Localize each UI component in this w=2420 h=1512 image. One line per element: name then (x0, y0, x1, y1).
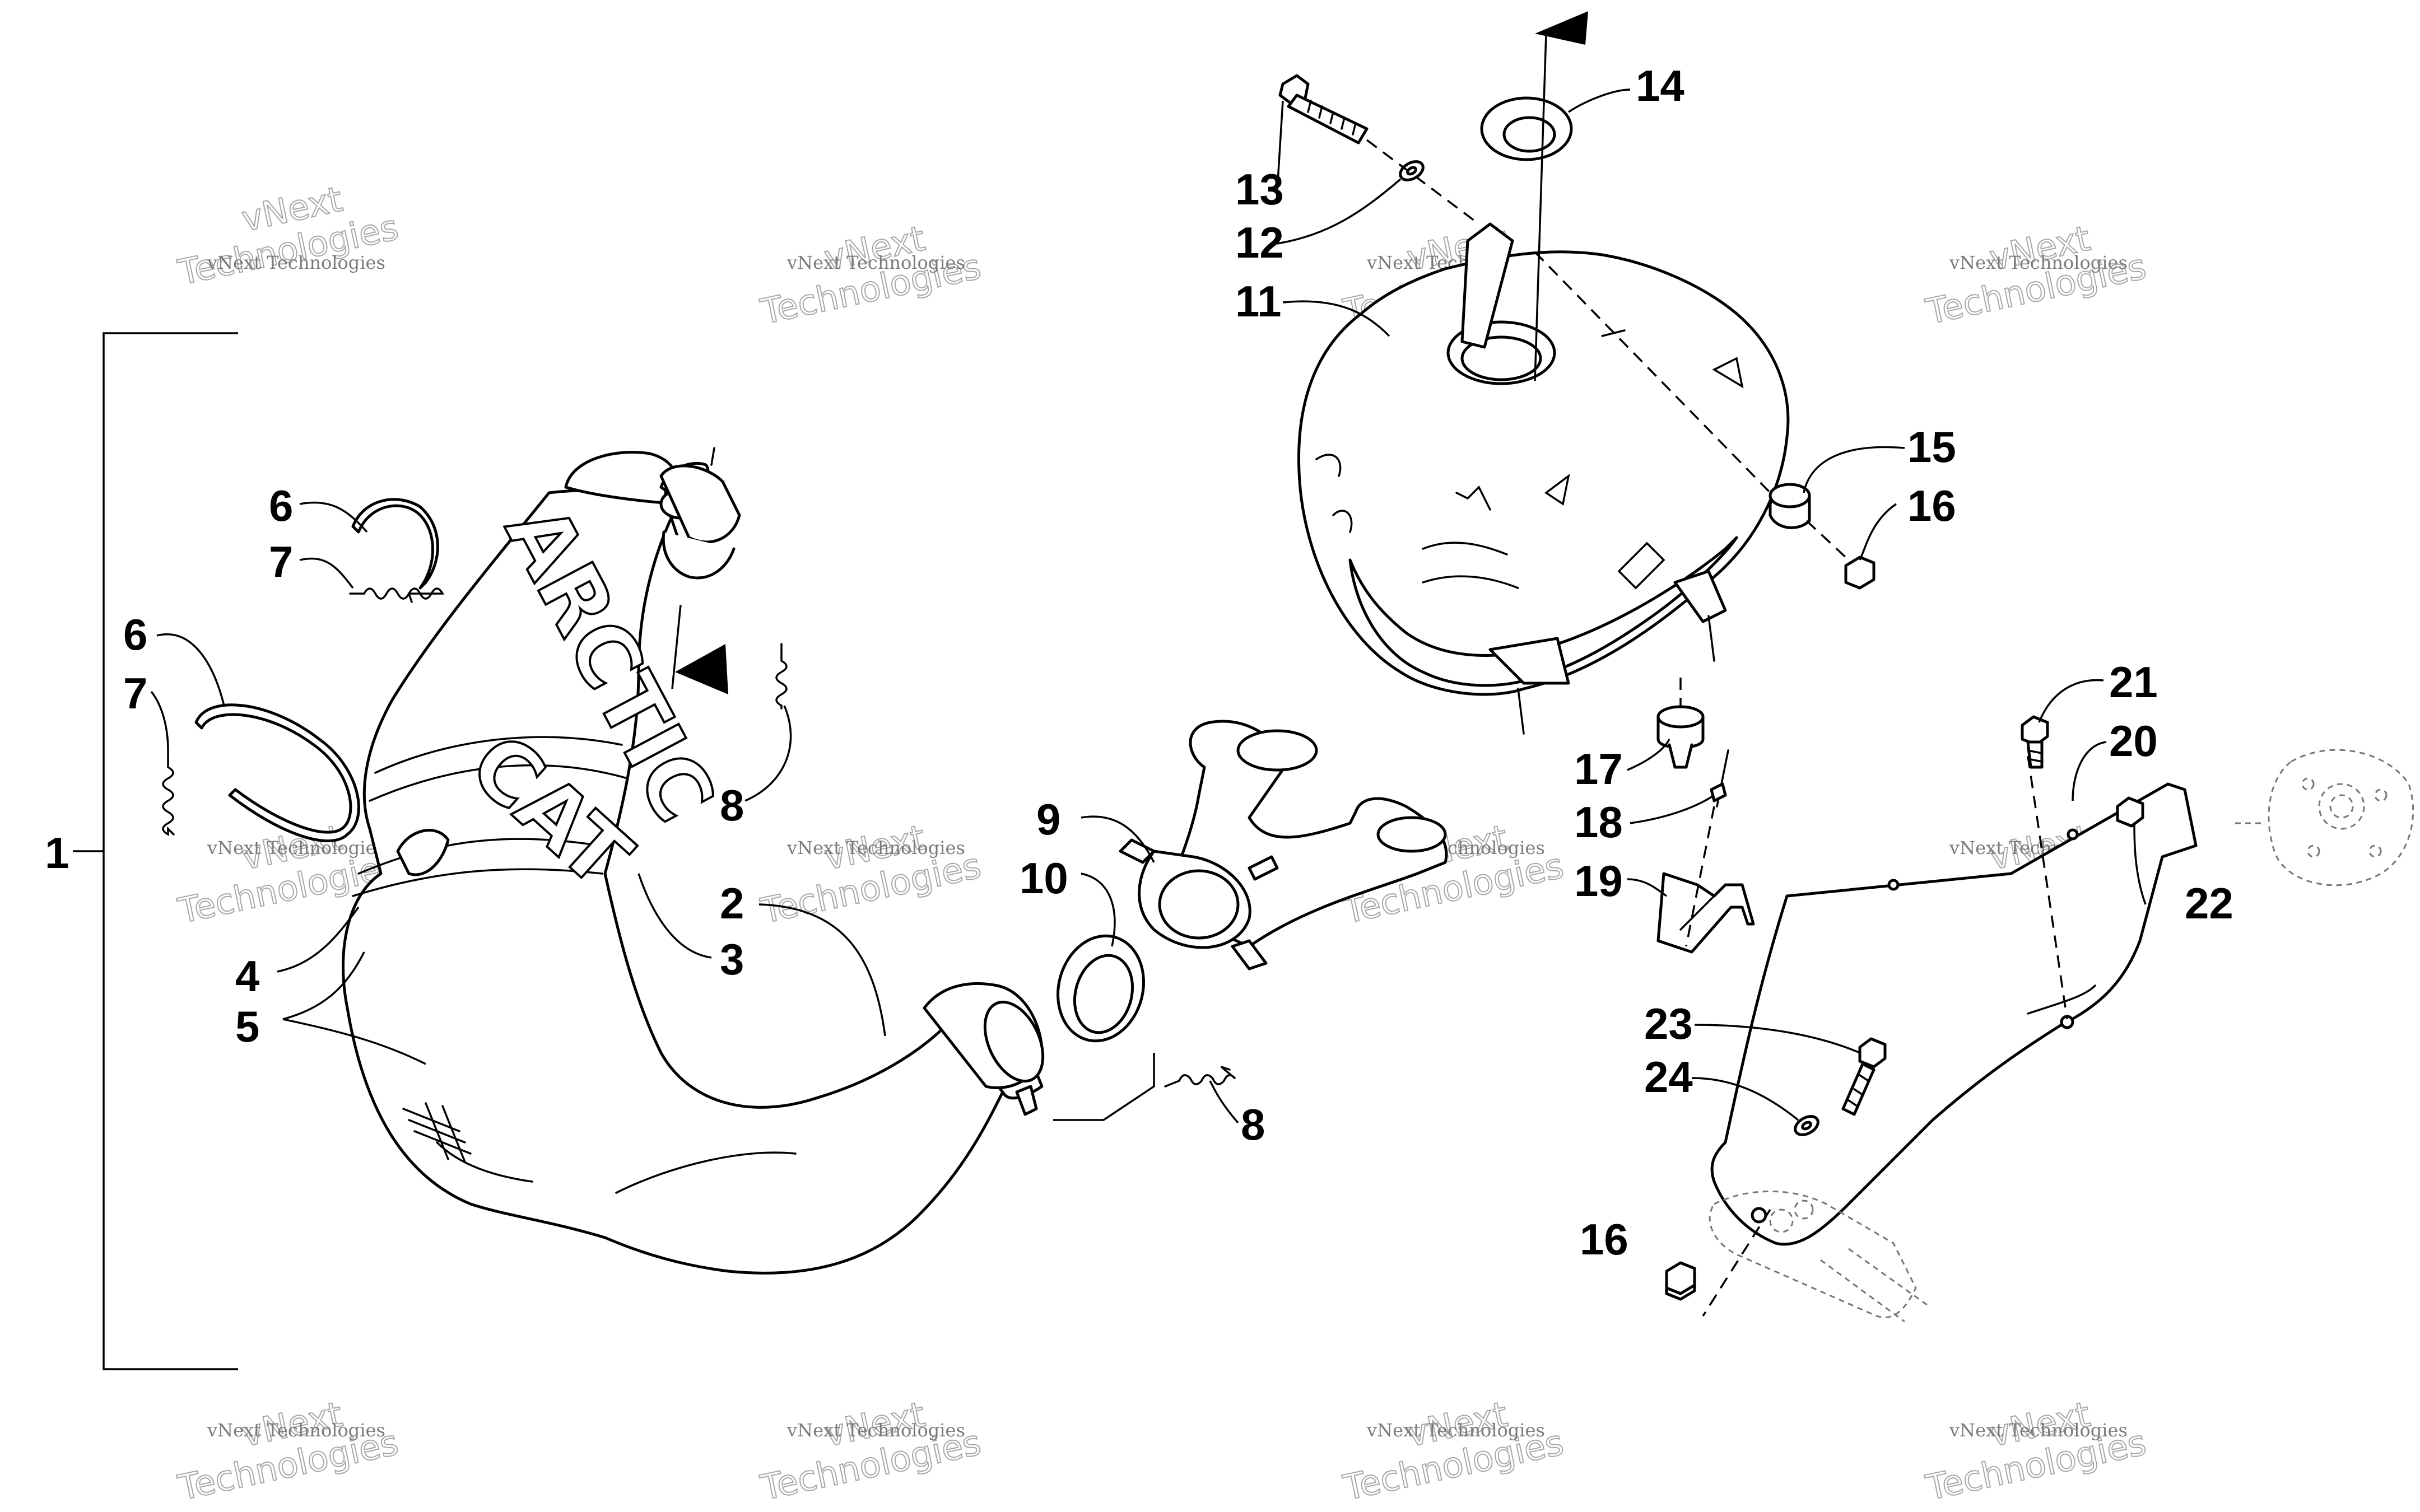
watermark: vNext Technologies (174, 1393, 403, 1509)
spring-7a (349, 587, 444, 603)
callout-16b: 16 (1580, 1215, 1628, 1264)
callout-5: 5 (235, 1002, 259, 1051)
rubber-mount-17 (1656, 705, 1705, 769)
callout-21: 21 (2109, 657, 2158, 707)
callout-20: 20 (2109, 716, 2158, 766)
callout-12: 12 (1235, 218, 1284, 267)
watermark: vNext Technologies (1922, 1393, 2151, 1509)
callout-24: 24 (1644, 1052, 1693, 1102)
watermark: vNext Technologies (757, 816, 985, 932)
callout-18: 18 (1574, 797, 1623, 847)
callout-7b: 7 (123, 669, 147, 718)
watermark-small: vNext Technologies (1949, 1420, 2128, 1441)
bolt-21 (2021, 715, 2049, 769)
bolt-23 (1841, 1037, 1887, 1116)
leader-lines (150, 88, 2147, 1124)
direction-arrow-chamber (671, 604, 728, 694)
watermark-small: vNext Technologies (1949, 252, 2128, 273)
nut-16-lower (1665, 1261, 1696, 1301)
callout-6a: 6 (269, 481, 293, 530)
spring-8b (1164, 1066, 1236, 1088)
seal-ring (1056, 934, 1146, 1043)
chain-clamp-upper (351, 498, 439, 590)
bracket-19 (1656, 872, 1755, 954)
grommet-15 (1769, 483, 1811, 529)
callout-15: 15 (1907, 422, 1956, 472)
callout-6b: 6 (123, 610, 147, 659)
ghost-frame-bracket (1709, 1191, 1928, 1323)
chain-clamp-lower (194, 703, 360, 843)
watermark-small: vNext Technologies (787, 1420, 965, 1441)
callout-1: 1 (45, 828, 69, 878)
heat-shield (1702, 755, 2198, 1317)
callout-labels: 1 2 3 4 5 6 6 7 7 8 8 9 10 11 12 13 14 1… (45, 61, 2233, 1264)
callout-13: 13 (1235, 165, 1284, 214)
callout-2: 2 (720, 879, 744, 928)
ghost-engine-flange (2235, 749, 2414, 886)
watermark-small: vNext Technologies (207, 837, 385, 858)
washer-24 (1794, 1115, 1819, 1136)
callout-3: 3 (720, 935, 744, 984)
watermark: vNext Technologies (1339, 1393, 1568, 1509)
watermark-small: vNext Technologies (207, 252, 385, 273)
washer-12 (1399, 160, 1425, 181)
pipe-flange (923, 982, 1045, 1116)
callout-17: 17 (1574, 744, 1623, 794)
callout-8b: 8 (1241, 1100, 1265, 1149)
watermark-small: vNext Technologies (787, 837, 965, 858)
callout-22: 22 (2185, 879, 2233, 928)
spring-8a (775, 643, 788, 710)
callout-23: 23 (1644, 999, 1693, 1048)
callout-16a: 16 (1907, 481, 1956, 530)
watermark-small: vNext Technologies (1366, 1420, 1545, 1441)
callout-11: 11 (1235, 277, 1281, 326)
muffler (1297, 222, 1790, 735)
callout-19: 19 (1574, 856, 1623, 906)
nut-16-upper (1844, 556, 1876, 590)
callout-9: 9 (1036, 795, 1060, 844)
nut-22 (2116, 796, 2144, 828)
callout-8a: 8 (720, 781, 744, 830)
bolt-13 (1278, 74, 1369, 144)
callout-7a: 7 (269, 537, 293, 586)
spring-7b (162, 749, 175, 836)
assembly-bracket (73, 332, 238, 1370)
wire-18 (1710, 749, 1729, 808)
exhaust-manifold (1119, 720, 1448, 970)
grommet-14 (1480, 96, 1573, 161)
watermark: vNext Technologies (757, 1393, 985, 1509)
callout-10: 10 (1020, 853, 1068, 903)
watermark-small: vNext Technologies (207, 1420, 385, 1441)
watermark-small: vNext Technologies (787, 252, 965, 273)
watermark: vNext Technologies (174, 178, 403, 294)
callout-4: 4 (235, 951, 259, 1001)
callout-14: 14 (1636, 61, 1684, 110)
direction-arrow-muffler (1535, 11, 1588, 45)
